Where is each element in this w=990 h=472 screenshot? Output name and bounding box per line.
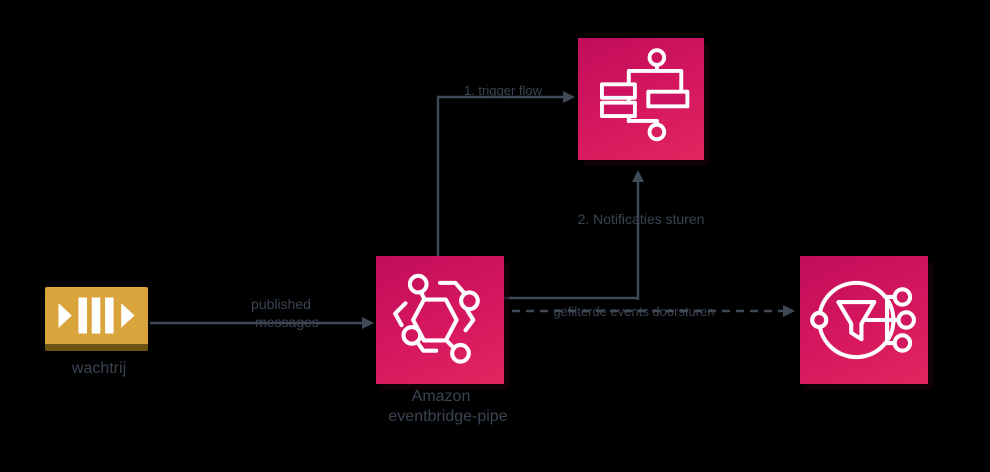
filter-rule-icon	[810, 280, 916, 360]
edge-label-published: published	[251, 296, 311, 312]
edge-label-trigger: 1. trigger flow	[463, 83, 543, 98]
eventbridge-node	[376, 256, 504, 384]
step-functions-icon	[600, 48, 690, 142]
queue-caption: wachtrij	[71, 360, 127, 377]
step-functions-node	[578, 38, 704, 160]
arrowhead-into-eventbridge	[362, 317, 374, 329]
arrowhead-up-into-stepfunctions	[632, 170, 644, 182]
queue-icon	[58, 297, 135, 334]
edge-label-messages: messages	[255, 314, 319, 330]
arrowhead-into-stepfunctions	[563, 91, 575, 103]
queue-node	[45, 287, 148, 351]
eventbridge-caption-line1: Amazon	[411, 388, 471, 405]
rule-node	[800, 256, 928, 384]
arrowhead-into-rule	[783, 305, 795, 317]
edge-label-filtered-events: gefilterde events doorsturen	[553, 304, 715, 319]
eventbridge-icon	[393, 273, 480, 364]
eventbridge-caption-line2: eventbridge-pipe	[388, 408, 508, 425]
edge-label-notifications: 2. Notificaties sturen	[577, 211, 705, 227]
edge-eventbridge-to-stepfunctions	[436, 95, 564, 256]
